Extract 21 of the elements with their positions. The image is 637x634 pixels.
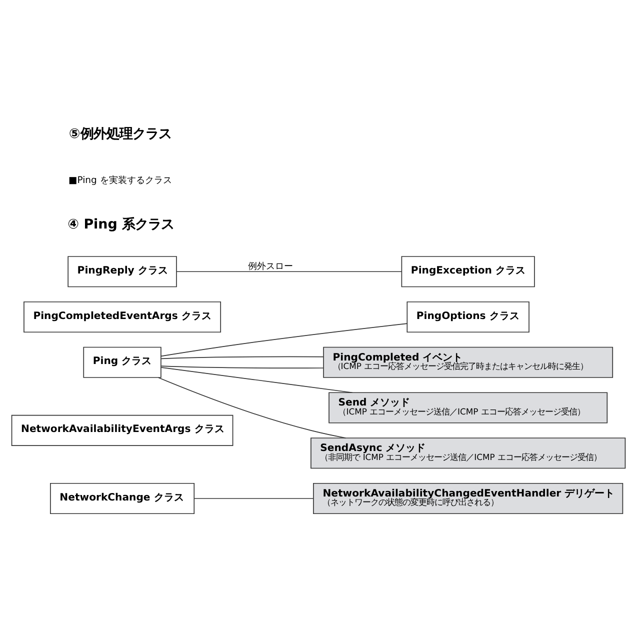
node-box: Send メソッド （ICMP エコーメッセージ送信／ICMP エコー応答メッセージ受信） [328, 392, 608, 424]
label: ④ Ping 系クラス [68, 218, 174, 233]
label: ■Ping を実装するクラス [68, 175, 172, 186]
connector [194, 498, 314, 499]
label: ⑤例外処理クラス [68, 126, 172, 142]
node-box: PingException クラス [401, 256, 535, 288]
node-box: NetworkChange クラス [50, 482, 195, 514]
node-box: NetworkAvailabilityEventArgs クラス [11, 414, 234, 446]
node-box: PingCompleted イベント （ICMP エコー応答メッセージ受信完了時またはキャンセル時に発生） [323, 346, 614, 378]
node-box: PingReply クラス [68, 256, 177, 288]
node-box: PingCompletedEventArgs クラス [24, 301, 222, 333]
edge-label: 例外スロー [248, 260, 293, 272]
connector [160, 367, 353, 394]
node-box: NetworkAvailabilityChangedEventHandler デリゲート （ネットワークの状態の変更時に呼び出される） [313, 482, 624, 514]
node-box: Ping クラス [83, 346, 162, 378]
node-box: PingOptions クラス [406, 301, 530, 333]
connector [160, 366, 324, 368]
connector [160, 356, 324, 360]
node-box: SendAsync メソッド （非同期で ICMP エコーメッセージ送信／ICMP エコー応答メッセージ受信） [310, 438, 626, 469]
connector [160, 323, 408, 357]
connector [176, 271, 402, 272]
